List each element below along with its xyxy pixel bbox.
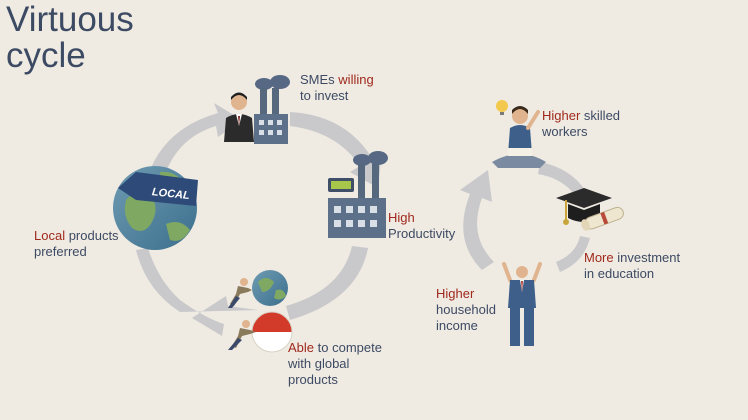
pushing-man-icon: [228, 320, 256, 350]
education-line-1-post: investment: [613, 250, 681, 265]
smes-line-2: to invest: [300, 88, 349, 103]
right-cycle-arrows: [460, 162, 590, 272]
label-higher-household-income: Higher household income: [436, 286, 496, 334]
arrow-education-to-income: [556, 236, 590, 272]
businessman-icon: [224, 92, 254, 142]
slide-title: Virtuous cycle: [6, 2, 134, 74]
label-higher-skilled-workers: Higher skilled workers: [542, 108, 620, 140]
arrow-smes-to-productivity: [290, 112, 382, 188]
label-more-investment-education: More investment in education: [584, 250, 680, 282]
workers-line-1-accent: Higher: [542, 108, 581, 123]
globe-icon: [252, 270, 288, 306]
diploma-icon: [581, 206, 624, 231]
productivity-line-1-accent: High: [388, 210, 415, 225]
compete-line-2: with global: [288, 356, 350, 371]
arrow-local-to-smes: [148, 103, 242, 180]
workers-line-1-post: skilled: [580, 108, 621, 123]
arrow-compete-to-local: [136, 248, 258, 336]
workers-line-2: workers: [542, 124, 588, 139]
income-line-2: household: [436, 302, 496, 317]
productivity-line-2: Productivity: [388, 226, 456, 241]
flag-ball-icon: [251, 311, 293, 353]
arrow-income-to-workers: [460, 170, 494, 270]
local-line-1-accent: Local: [34, 228, 66, 243]
local-banner: LOCAL: [118, 172, 198, 206]
label-local-products: Local products preferred: [34, 228, 119, 260]
title-line-1: Virtuous: [6, 0, 134, 39]
local-line-1-post: products: [65, 228, 119, 243]
pushing-man-icon: [228, 278, 252, 308]
smes-line-1-accent: willing: [338, 72, 374, 87]
income-line-1-accent: Higher: [436, 286, 475, 301]
local-banner-text: LOCAL: [151, 186, 190, 202]
title-line-2: cycle: [6, 36, 86, 75]
education-line-1-accent: More: [584, 250, 614, 265]
factory-icon: [328, 151, 388, 238]
arrow-productivity-to-compete: [286, 246, 368, 320]
reading-worker-icon: [492, 100, 546, 168]
education-line-2: in education: [584, 266, 655, 281]
compete-line-1-accent: Able: [288, 340, 315, 355]
compete-line-1-post: to compete: [314, 340, 382, 355]
smes-line-1-pre: SMEs: [300, 72, 339, 87]
label-able-to-compete: Able to compete with global products: [288, 340, 382, 388]
arrow-workers-to-education: [538, 162, 585, 196]
label-smes-willing: SMEs willing to invest: [300, 72, 374, 104]
factory-icon: [254, 75, 290, 144]
income-line-3: income: [436, 318, 478, 333]
cheering-man-icon: [502, 262, 542, 346]
compete-line-3: products: [288, 372, 338, 387]
local-line-2: preferred: [34, 244, 87, 259]
label-high-productivity: High Productivity: [388, 210, 455, 242]
